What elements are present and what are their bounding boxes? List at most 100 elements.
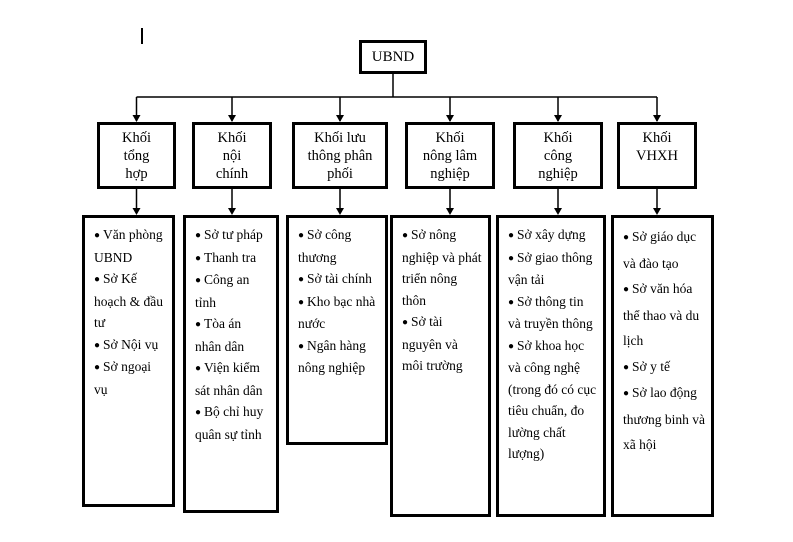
department-item: ●Thanh tra [195, 247, 270, 270]
department-name: Văn phòng UBND [94, 227, 163, 265]
text-cursor [141, 28, 143, 44]
list-arrowhead-2 [336, 208, 344, 215]
department-name: Sở văn hóa thể thao và du lịch [623, 281, 700, 348]
bullet-icon: ● [508, 296, 515, 308]
group-title-line: Khối [122, 130, 151, 146]
group-arrowhead-5 [653, 115, 661, 122]
bullet-icon: ● [94, 230, 101, 241]
list-arrowhead-5 [653, 208, 661, 215]
bullet-icon: ● [508, 340, 515, 352]
bullet-icon: ● [402, 317, 409, 328]
department-name: Sở tài chính [307, 271, 372, 286]
department-name: Bộ chỉ huy quân sự tỉnh [195, 404, 264, 442]
bullet-icon: ● [508, 230, 515, 241]
bullet-icon: ● [195, 363, 202, 374]
group-title-line: Khối [642, 130, 672, 146]
department-item: ●Sở tài chính [298, 268, 379, 291]
bullet-icon: ● [508, 252, 515, 264]
list-arrowhead-4 [554, 208, 562, 215]
department-item: ●Công an tỉnh [195, 269, 270, 313]
group-title-line: nghiệp [538, 166, 578, 182]
group-list-box-3: ●Sở nông nghiệp và phát triển nông thôn●… [390, 215, 491, 517]
group-list-box-2: ●Sở công thương●Sở tài chính●Kho bạc nhà… [286, 215, 388, 445]
group-title-line: hợp [125, 166, 148, 182]
bullet-icon: ● [195, 252, 202, 264]
department-name: Sở công thương [298, 227, 352, 265]
group-arrowhead-3 [446, 115, 454, 122]
bullet-icon: ● [623, 284, 630, 295]
department-name: Sở ngoại vụ [94, 359, 152, 397]
group-title-line: Khối [217, 130, 247, 146]
department-name: Kho bạc nhà nước [298, 293, 376, 332]
bullet-icon: ● [298, 274, 305, 285]
group-list-box-1: ●Sở tư pháp●Thanh tra●Công an tỉnh●Tòa á… [183, 215, 279, 513]
bullet-icon: ● [623, 388, 630, 399]
department-item: ●Sở tài nguyên và môi trường [402, 311, 482, 377]
group-list-box-5: ●Sở giáo dục và đào tạo●Sở văn hóa thể t… [611, 215, 714, 517]
bullet-icon: ● [623, 361, 630, 373]
group-arrowhead-1 [228, 115, 236, 122]
department-list: ●Sở tư pháp●Thanh tra●Công an tỉnh●Tòa á… [195, 224, 270, 445]
bullet-icon: ● [298, 230, 305, 241]
department-item: ●Sở tư pháp [195, 224, 270, 247]
group-title-line: tổng [123, 148, 150, 164]
department-item: ●Sở xây dựng [508, 224, 597, 247]
bullet-icon: ● [94, 274, 101, 285]
bullet-icon: ● [195, 230, 202, 241]
bullet-icon: ● [195, 407, 202, 418]
department-name: Sở giao thông vận tải [508, 249, 593, 288]
department-list: ●Sở giáo dục và đào tạo●Sở văn hóa thể t… [623, 224, 705, 458]
bullet-icon: ● [94, 362, 101, 373]
department-item: ●Tòa án nhân dân [195, 313, 270, 357]
group-title-line: Khối lưu [314, 130, 366, 146]
department-item: ●Sở công thương [298, 224, 379, 268]
department-name: Sở lao động thương binh và xã hội [623, 385, 705, 452]
group-arrowhead-0 [132, 115, 141, 122]
department-list: ●Sở nông nghiệp và phát triển nông thôn●… [402, 224, 482, 377]
group-title-line: thông phân [307, 148, 373, 164]
department-name: Ngân hàng nông nghiệp [298, 337, 366, 376]
department-name: Tòa án nhân dân [195, 316, 245, 354]
bullet-icon: ● [94, 339, 101, 351]
bullet-icon: ● [195, 275, 202, 286]
group-title: Khối tổng hợp [122, 129, 151, 183]
bullet-icon: ● [298, 340, 305, 352]
department-item: ●Văn phòng UBND [94, 224, 166, 268]
list-arrowhead-0 [132, 208, 141, 215]
department-name: Công an tỉnh [195, 272, 250, 310]
group-list-box-4: ●Sở xây dựng●Sở giao thông vận tải●Sở th… [496, 215, 606, 517]
department-item: ●Sở văn hóa thể thao và du lịch [623, 276, 705, 354]
department-list: ●Văn phòng UBND●Sở Kế hoạch & đầu tư●Sở … [94, 224, 166, 400]
group-box-0: Khối tổng hợp [97, 122, 176, 189]
group-title-line: Khối [435, 130, 465, 146]
department-name: Sở xây dựng [517, 227, 586, 242]
department-list: ●Sở công thương●Sở tài chính●Kho bạc nhà… [298, 224, 379, 379]
department-item: ●Sở giáo dục và đào tạo [623, 224, 705, 276]
list-arrowhead-1 [228, 208, 236, 215]
group-title-line: chính [215, 166, 249, 182]
department-name: Sở thông tin và truyền thông [508, 293, 593, 332]
department-item: ●Sở thông tin và truyền thông [508, 291, 597, 335]
department-name: Sở tư pháp [204, 227, 263, 242]
department-item: ●Bộ chỉ huy quân sự tỉnh [195, 401, 270, 445]
root-node-ubnd: UBND [359, 40, 427, 74]
department-item: ●Sở Kế hoạch & đầu tư [94, 268, 166, 334]
department-item: ●Sở giao thông vận tải [508, 247, 597, 291]
root-node-label: UBND [371, 48, 415, 65]
bullet-icon: ● [298, 296, 305, 308]
department-name: Sở Kế hoạch & đầu tư [94, 271, 163, 330]
group-title-line: VHXH [636, 148, 678, 164]
department-item: ●Sở lao động thương binh và xã hội [623, 380, 705, 458]
department-name: Sở y tế [632, 358, 670, 374]
bullet-icon: ● [623, 232, 630, 243]
